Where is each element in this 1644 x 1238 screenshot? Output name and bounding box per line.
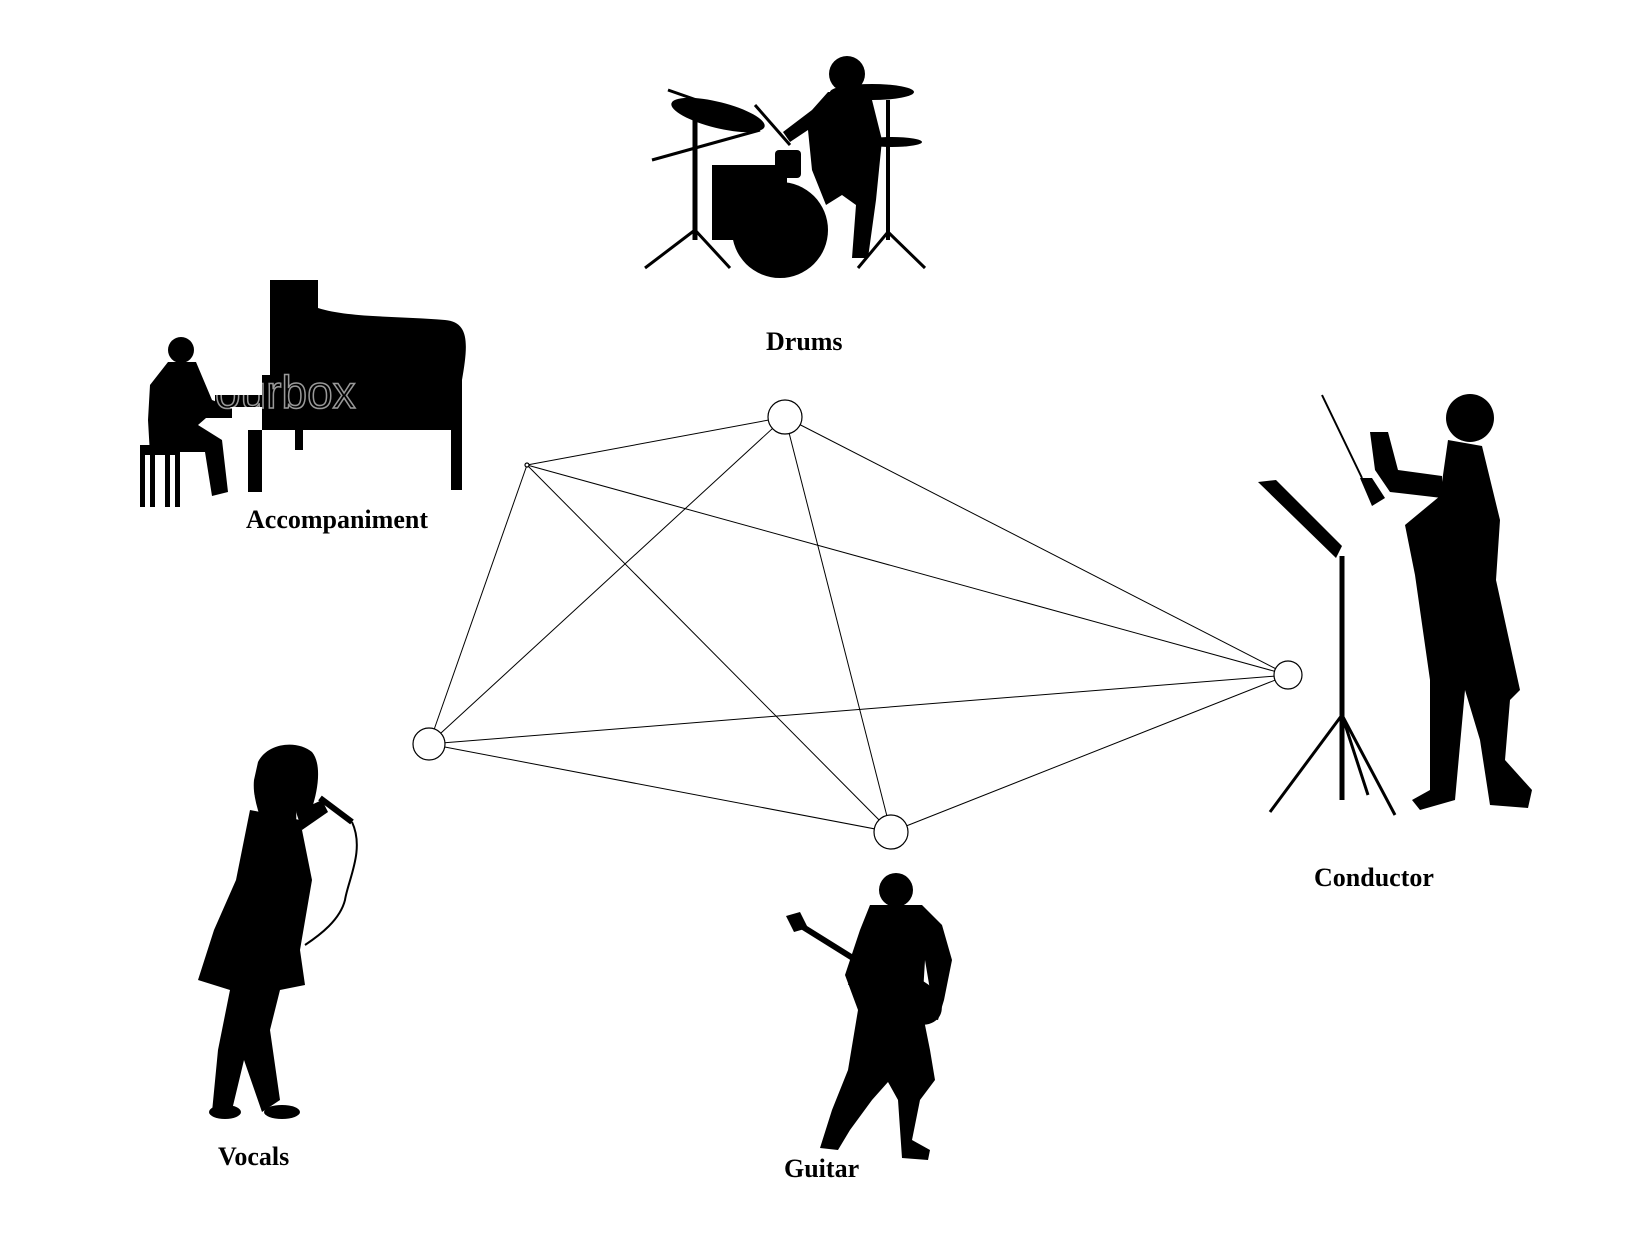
label-guitar: Guitar	[784, 1154, 859, 1183]
node-conductor	[1273, 660, 1303, 690]
label-drums: Drums	[766, 327, 843, 356]
node-accompaniment	[524, 462, 530, 468]
edge-drums-guitar	[784, 416, 892, 833]
edge-drums-vocals	[428, 416, 786, 745]
edge-drums-conductor	[784, 416, 1289, 676]
edge-accompaniment-guitar	[526, 464, 892, 833]
guitarist-silhouette-icon	[786, 873, 952, 1160]
singer-silhouette-icon	[198, 744, 358, 1119]
watermark-text: ourbox	[215, 366, 356, 418]
node-vocals	[412, 727, 446, 761]
node-drums	[767, 399, 803, 435]
label-accompaniment: Accompaniment	[246, 505, 428, 534]
conductor-silhouette-icon	[1258, 394, 1532, 816]
network-edges	[428, 416, 1289, 833]
edge-accompaniment-vocals	[428, 464, 528, 745]
network-nodes	[412, 399, 1303, 850]
pianist-silhouette-icon: ourbox	[140, 280, 466, 507]
drummer-silhouette-icon	[644, 56, 927, 278]
edge-accompaniment-conductor	[526, 464, 1289, 676]
edge-guitar-vocals	[428, 743, 892, 833]
edge-conductor-vocals	[428, 674, 1289, 745]
node-guitar	[873, 814, 909, 850]
edge-conductor-guitar	[890, 674, 1289, 833]
edge-accompaniment-drums	[526, 416, 786, 466]
label-conductor: Conductor	[1314, 863, 1434, 892]
label-vocals: Vocals	[218, 1142, 289, 1171]
